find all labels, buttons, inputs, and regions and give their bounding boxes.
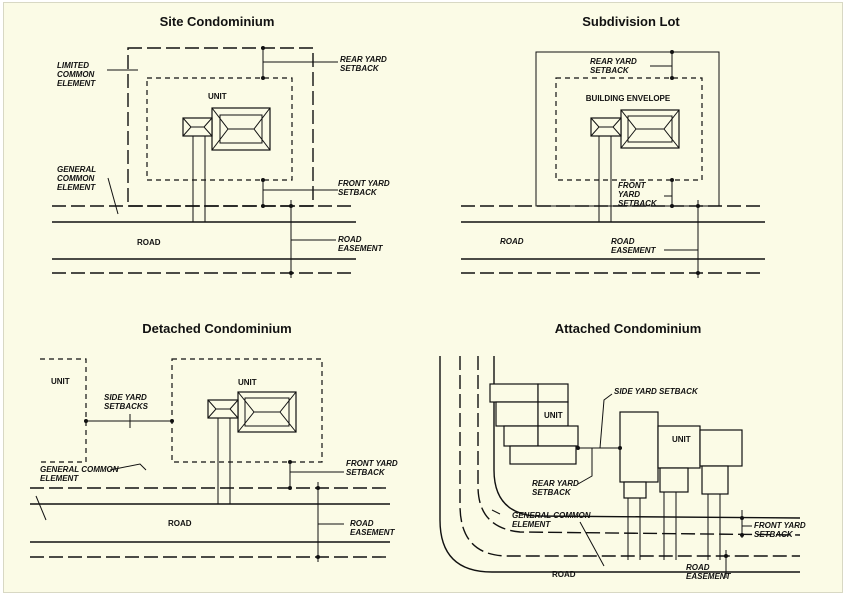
driveway xyxy=(217,418,231,504)
limited-common-element-label: LIMITED COMMON ELEMENT xyxy=(57,61,97,88)
attached-condominium-title: Attached Condominium xyxy=(555,321,702,336)
general-common-element-label: GENERAL COMMON ELEMENT xyxy=(40,465,121,483)
lot-boundary xyxy=(535,51,720,207)
unit-left-label: UNIT xyxy=(51,377,70,386)
side-yard-setbacks-dimension xyxy=(86,414,172,428)
road-label: ROAD xyxy=(168,519,192,528)
panel-site-condominium: Site Condominium UNIT ROAD LIMITED COMMO… xyxy=(52,14,392,278)
site-condominium-title: Site Condominium xyxy=(160,14,275,29)
road-line-inner xyxy=(477,356,801,536)
front-yard-setback-label: FRONT YARD SETBACK xyxy=(618,181,658,208)
side-yard-setbacks-label: SIDE YARD SETBACKS xyxy=(104,393,149,411)
driveway xyxy=(598,136,612,222)
panel-attached-condominium: Attached Condominium UNIT UNIT xyxy=(439,321,808,581)
road-line-outer xyxy=(459,356,800,557)
unit-boundary-right xyxy=(171,358,323,463)
rear-yard-setback-dimension xyxy=(262,48,338,78)
detached-condominium-title: Detached Condominium xyxy=(142,321,292,336)
leader-line xyxy=(109,463,147,471)
unit-left-label: UNIT xyxy=(544,411,563,420)
front-yard-setback-dimension xyxy=(664,180,673,206)
front-yard-setback-dimension xyxy=(262,180,338,206)
driveways xyxy=(627,492,721,560)
rear-yard-setback-label: REAR YARD SETBACK xyxy=(590,57,639,75)
house-icon xyxy=(207,391,297,433)
rear-yard-setback-label: REAR YARD SETBACK xyxy=(340,55,389,73)
unit-label: UNIT xyxy=(208,92,227,101)
front-yard-setback-label: FRONT YARD SETBACK xyxy=(346,459,400,477)
general-common-element-label: GENERAL COMMON ELEMENT xyxy=(512,511,593,529)
unit-boundary xyxy=(146,77,293,181)
rear-yard-setback-dimension xyxy=(650,52,673,78)
road-easement-label: ROAD EASEMENT xyxy=(686,563,732,581)
leader-line xyxy=(107,177,119,215)
road-easement-label: ROAD EASEMENT xyxy=(350,519,396,537)
road-easement-dimension xyxy=(664,200,699,278)
subdivision-lot-title: Subdivision Lot xyxy=(582,14,680,29)
side-yard-setback-label: SIDE YARD SETBACK xyxy=(614,387,699,396)
attached-units-right xyxy=(619,411,743,499)
unit-right-label: UNIT xyxy=(238,378,257,387)
road-easement-dimension xyxy=(317,482,344,562)
road-easement-dimension xyxy=(290,200,336,278)
road-label: ROAD xyxy=(500,237,524,246)
front-yard-setback-label: FRONT YARD SETBACK xyxy=(338,179,392,197)
attached-units-left xyxy=(489,383,579,465)
road-edge-outer xyxy=(439,356,800,573)
house-icon xyxy=(590,109,680,149)
road-label: ROAD xyxy=(552,570,576,579)
road-edge-inner xyxy=(493,356,801,519)
front-yard-setback-label: FRONT YARD SETBACK xyxy=(754,521,808,539)
leader-line xyxy=(491,509,605,567)
general-common-element-label: GENERAL COMMON ELEMENT xyxy=(57,165,98,192)
unit-right-label: UNIT xyxy=(672,435,691,444)
panel-detached-condominium: Detached Condominium UNIT UNIT SIDE YARD… xyxy=(30,321,400,562)
house-icon xyxy=(182,107,271,151)
leader-line xyxy=(35,495,47,521)
front-yard-setback-dimension xyxy=(289,462,344,488)
road-easement-label: ROAD EASEMENT xyxy=(611,237,657,255)
rear-yard-setback-label: REAR YARD SETBACK xyxy=(532,479,581,497)
leader-line xyxy=(577,448,593,485)
unit-boundary-left xyxy=(40,358,87,463)
leader-line xyxy=(599,393,613,449)
road-label: ROAD xyxy=(137,238,161,247)
road-easement-label: ROAD EASEMENT xyxy=(338,235,384,253)
panel-subdivision-lot: Subdivision Lot BUILDING ENVELOPE ROAD R… xyxy=(461,14,765,278)
building-envelope-label: BUILDING ENVELOPE xyxy=(586,94,671,103)
driveway xyxy=(192,136,206,222)
building-envelope-boundary xyxy=(555,77,703,181)
